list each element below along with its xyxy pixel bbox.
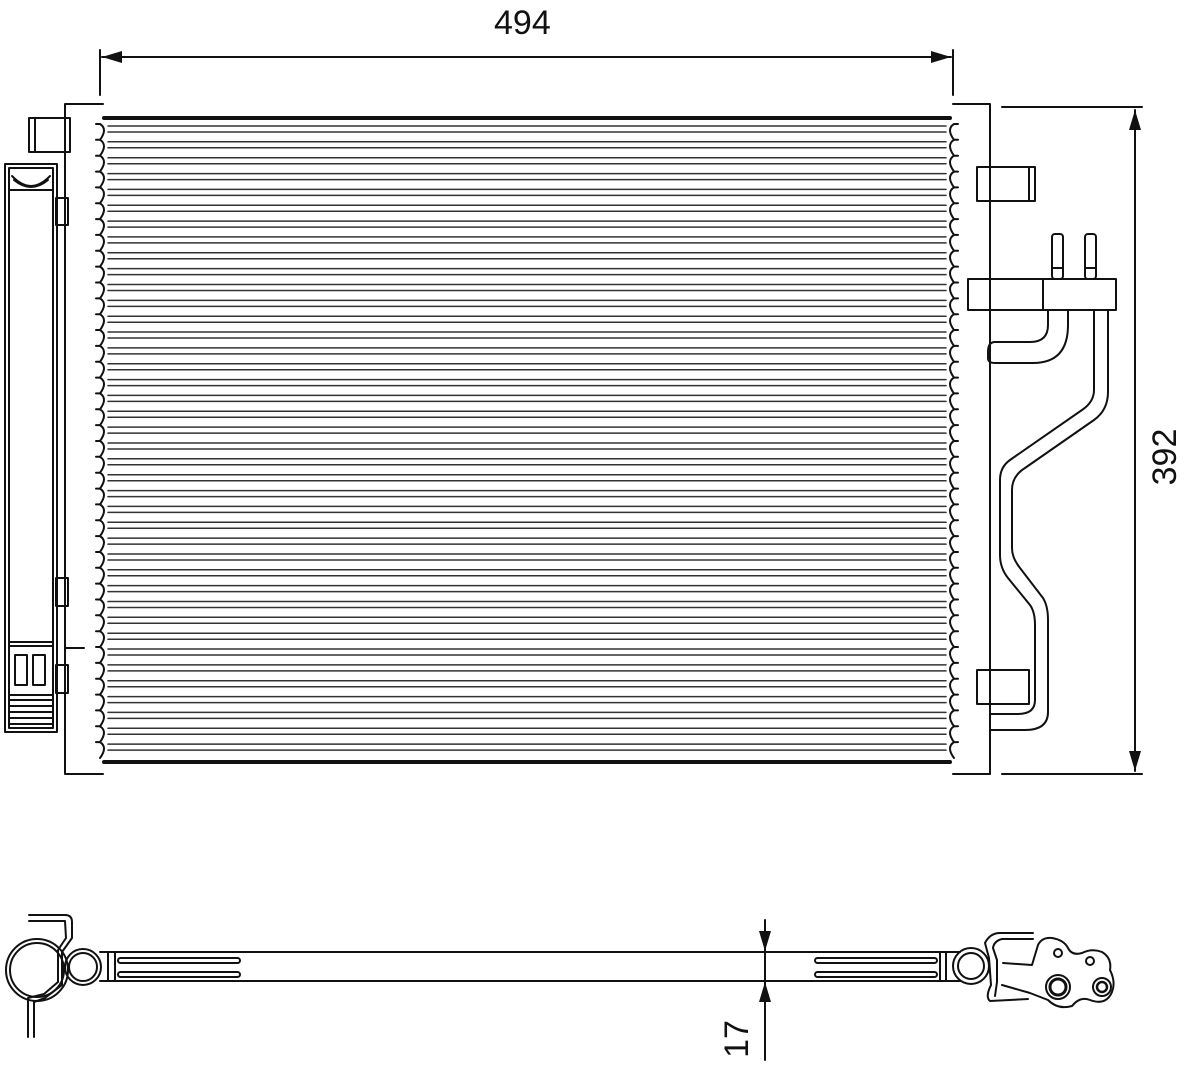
depth-dimension-label: 17 xyxy=(718,1020,756,1058)
core-header-scallops xyxy=(95,123,959,759)
refrigerant-pipe-assembly xyxy=(967,233,1117,731)
height-dimension-line xyxy=(1001,106,1143,775)
width-dimension-label: 494 xyxy=(494,4,551,42)
height-dimension-label: 392 xyxy=(1146,428,1184,486)
right-header-tank xyxy=(952,103,1036,775)
bottom-view xyxy=(5,914,1115,1038)
receiver-dryer xyxy=(4,163,58,733)
core-side-plates xyxy=(102,116,952,764)
condenser-core-tubes xyxy=(107,125,947,751)
left-header-tank xyxy=(28,103,104,775)
width-dimension-line xyxy=(99,49,954,96)
depth-dimension-line xyxy=(759,919,771,1061)
